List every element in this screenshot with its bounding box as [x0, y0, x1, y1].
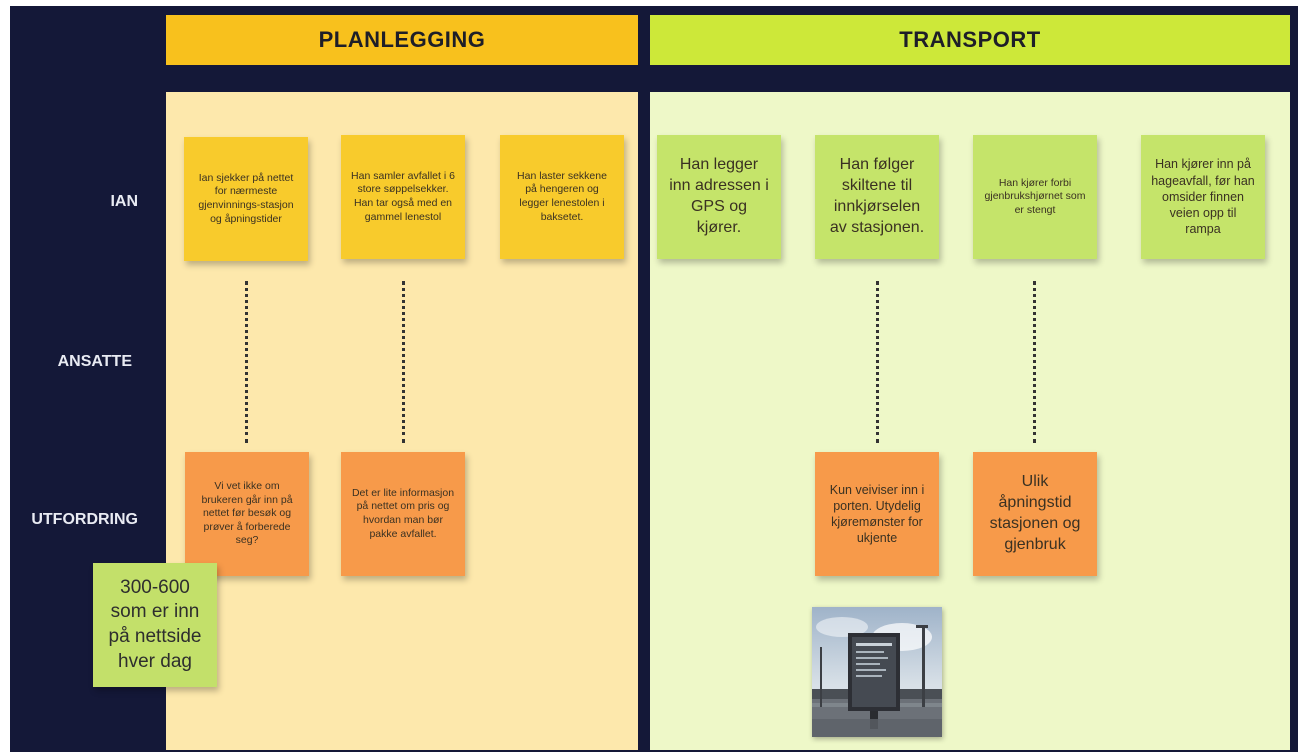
row-label-ansatte: ANSATTE	[57, 353, 132, 370]
lane-header-transport: TRANSPORT	[650, 15, 1290, 65]
sticky-note-challenge-1[interactable]: Vi vet ikke om brukeren går inn på nette…	[185, 452, 309, 576]
row-label-ian: IAN	[110, 193, 138, 210]
row-label-utfordring: UTFORDRING	[31, 511, 138, 528]
sticky-note-text: Han kjører forbi gjenbrukshjørnet som er…	[984, 176, 1086, 216]
sticky-note-text: Kun veiviser inn i porten. Utydelig kjør…	[829, 482, 925, 546]
sticky-note-text: Han legger inn adressen i GPS og kjører.	[669, 156, 769, 236]
sticky-note-ian-1[interactable]: Ian sjekker på nettet for nærmeste gjenv…	[184, 137, 308, 261]
lane-header-planning: PLANLEGGING	[166, 15, 638, 65]
sticky-note-ian-2[interactable]: Han samler avfallet i 6 store søppelsekk…	[341, 135, 465, 259]
sticky-note-text: Ian sjekker på nettet for nærmeste gjenv…	[198, 171, 294, 225]
connector-line	[402, 281, 405, 443]
site-sign-photo[interactable]	[812, 607, 942, 737]
connector-line	[245, 281, 248, 443]
sticky-note-stat[interactable]: 300-600 som er inn på nettside hver dag	[93, 563, 217, 687]
sticky-note-ian-4[interactable]: Han legger inn adressen i GPS og kjører.	[657, 135, 781, 259]
sticky-note-text: Det er lite informasjon på nettet om pri…	[351, 486, 455, 540]
sticky-note-challenge-2[interactable]: Det er lite informasjon på nettet om pri…	[341, 452, 465, 576]
sticky-note-text: Ulik åpningstid stasjonen og gjenbruk	[989, 473, 1081, 553]
sticky-note-text: Han kjører inn på hageavfall, før han om…	[1151, 157, 1255, 237]
sticky-note-ian-7[interactable]: Han kjører inn på hageavfall, før han om…	[1141, 135, 1265, 259]
sticky-note-text: Han følger skiltene til innkjørselen av …	[829, 156, 925, 236]
connector-line	[876, 281, 879, 443]
sticky-note-ian-6[interactable]: Han kjører forbi gjenbrukshjørnet som er…	[973, 135, 1097, 259]
sticky-note-text: Han laster sekkene på hengeren og legger…	[517, 169, 607, 223]
sticky-note-text: Vi vet ikke om brukeren går inn på nette…	[201, 479, 293, 547]
sticky-note-text: Han samler avfallet i 6 store søppelsekk…	[351, 169, 455, 223]
sticky-note-ian-5[interactable]: Han følger skiltene til innkjørselen av …	[815, 135, 939, 259]
sticky-note-challenge-4[interactable]: Ulik åpningstid stasjonen og gjenbruk	[973, 452, 1097, 576]
sticky-note-challenge-3[interactable]: Kun veiviser inn i porten. Utydelig kjør…	[815, 452, 939, 576]
sticky-note-ian-3[interactable]: Han laster sekkene på hengeren og legger…	[500, 135, 624, 259]
connector-line	[1033, 281, 1036, 443]
sticky-note-text: 300-600 som er inn på nettside hver dag	[108, 576, 202, 672]
